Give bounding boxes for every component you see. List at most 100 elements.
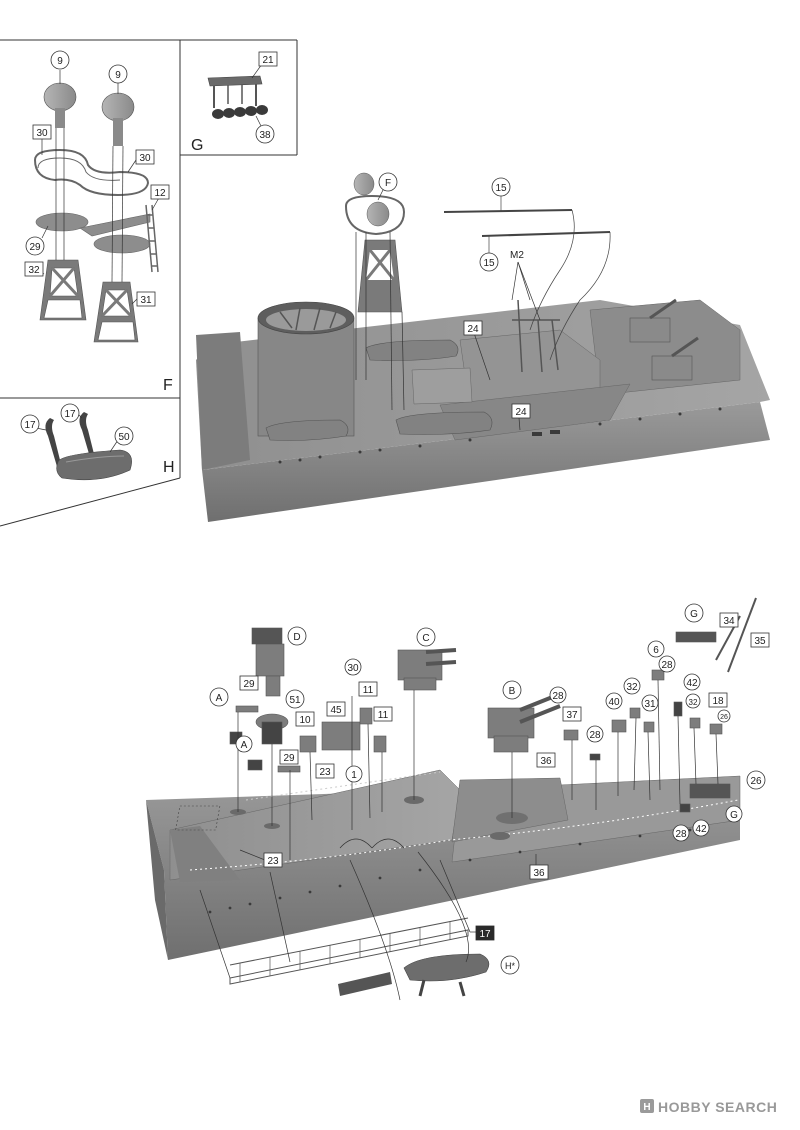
label-c: C [422,633,429,644]
label-28-b: 28 [589,730,601,741]
label-30-right: 30 [139,153,151,164]
svg-text:H: H [643,1102,650,1113]
panel-g-parts: 21 38 [207,51,278,144]
top-labels: 15 15 M2 F 24 24 [378,172,531,419]
label-32-b: 32 [689,698,698,707]
label-23-upper: 23 [319,767,331,778]
rack-part [207,75,263,108]
panel-h-parts: 17 17 50 [20,403,134,481]
label-50: 50 [118,432,130,443]
deck-boat-center [395,411,493,435]
deck-boat-left [265,419,349,441]
label-31-bottom: 31 [644,699,656,710]
label-b: B [509,686,516,697]
panel-f-labels: 9 9 30 30 12 29 32 31 [24,50,170,307]
label-45: 45 [330,705,342,716]
label-36-lower: 36 [533,868,545,879]
bottom-boat [403,953,490,997]
label-15-bottom: 15 [483,258,495,269]
label-29-lower: 29 [283,753,295,764]
lattice-tower-right [93,281,139,343]
panel-borders [0,39,298,527]
label-a-lower: A [241,740,248,751]
label-32: 32 [28,265,40,276]
label-37: 37 [566,710,578,721]
label-d: D [293,632,300,643]
label-26: 26 [750,776,762,787]
label-42-lower: 42 [695,824,707,835]
label-g-bottom: G [730,810,738,821]
panel-g-letter: G [191,137,203,154]
panel-f-letter: F [163,377,173,394]
label-g-top: G [690,609,698,620]
watermark: H HOBBY SEARCH [640,1099,777,1115]
ladder-part [145,204,159,273]
label-9-left: 9 [57,56,63,67]
label-9-right: 9 [115,70,121,81]
panel-f-parts: 9 9 30 30 12 29 32 31 [24,50,170,343]
boat-davit-left [45,418,62,470]
label-12: 12 [154,188,166,199]
label-11-lower: 11 [378,710,389,721]
top-ship-view: 15 15 M2 F 24 24 [196,172,770,522]
label-26-small: 26 [720,714,728,721]
label-24-upper: 24 [467,324,479,335]
label-m2: M2 [510,250,524,261]
label-1: 1 [351,770,357,781]
boat-davit-right [79,412,96,464]
label-29-upper: 29 [243,679,255,690]
label-10: 10 [299,715,311,726]
label-34: 34 [723,616,735,627]
label-15-top: 15 [495,183,507,194]
aft-gun-mounts [629,298,699,381]
label-29: 29 [29,242,41,253]
label-40: 40 [608,697,620,708]
label-30-left: 30 [36,128,48,139]
label-11-upper: 11 [363,685,374,696]
label-42-upper: 42 [686,678,698,689]
platform-floor [35,212,151,254]
railing-platform [33,148,150,197]
label-32-a: 32 [626,682,638,693]
label-31: 31 [140,295,152,306]
label-28-d: 28 [675,829,687,840]
depth-charges [212,105,268,119]
top-leaders [355,187,541,431]
bottom-ship-view: D C B G A A 29 29 51 30 11 11 10 [146,597,770,1001]
portholes-top [278,407,722,464]
label-21: 21 [262,55,274,66]
ship-searchlight-tower [344,172,406,313]
label-35: 35 [754,636,766,647]
label-17-left: 17 [24,420,36,431]
label-36-upper: 36 [540,756,552,767]
searchlight-right [101,92,135,146]
watermark-text: HOBBY SEARCH [658,1099,777,1115]
label-17-right: 17 [64,409,76,420]
label-f-ship: F [385,178,391,189]
searchlight-left [43,82,77,128]
label-24-lower: 24 [515,407,527,418]
lattice-tower-left [39,259,87,321]
bottom-labels: D C B G A A 29 29 51 30 11 11 10 [209,603,770,975]
label-38: 38 [259,130,271,141]
grating-piece [338,972,392,996]
funnel [257,301,355,437]
railing-piece [229,917,469,985]
portholes-bottom [208,828,692,914]
label-a-upper: A [216,693,223,704]
label-18: 18 [712,696,724,707]
forward-mast [512,299,560,373]
bottom-leaders [237,679,719,866]
label-6: 6 [653,645,659,656]
label-h-star: H* [505,961,515,971]
panel-h-letter: H [163,459,175,476]
label-28-a: 28 [552,691,564,702]
label-28-c: 28 [661,660,673,671]
label-51: 51 [289,695,301,706]
hobby-search-logo-icon: H [640,1099,654,1113]
bottom-upper-parts [229,597,757,813]
label-17-tag: 17 [479,929,491,940]
label-30-bottom: 30 [347,663,359,674]
deck-boat-upper [365,339,459,361]
